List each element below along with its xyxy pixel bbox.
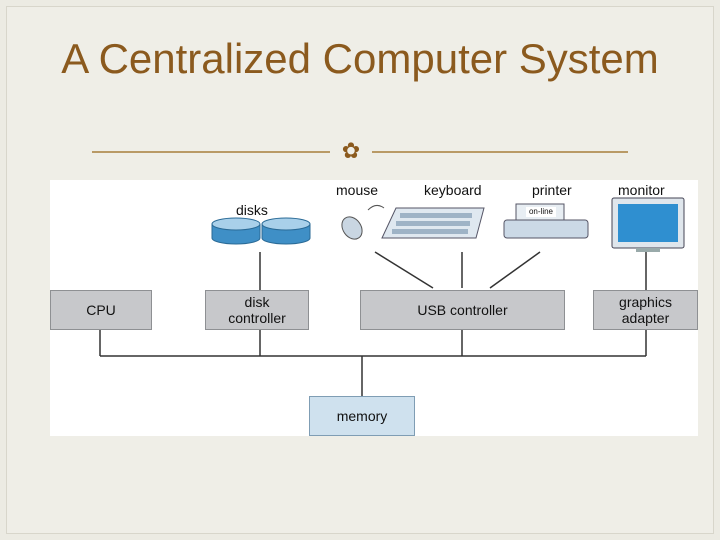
computer-system-diagram: disks mouse keyboard printer on-line mon… xyxy=(50,180,698,436)
graphics-adapter-box: graphics adapter xyxy=(593,290,698,330)
title-rule-left xyxy=(92,151,330,153)
monitor-icon xyxy=(611,197,685,252)
title-rule-right xyxy=(372,151,628,153)
mouse-link xyxy=(374,251,434,289)
usb-controller-box: USB controller xyxy=(360,290,565,330)
printer-label: printer xyxy=(532,182,572,198)
disks-label: disks xyxy=(236,202,268,218)
mouse-label: mouse xyxy=(336,182,379,198)
disk-controller-box: disk controller xyxy=(205,290,309,330)
diagram-graphics xyxy=(99,197,685,396)
cpu-box: CPU xyxy=(50,290,152,330)
printer-online-label: on-line xyxy=(526,207,556,217)
mouse-icon xyxy=(341,204,385,240)
keyboard-icon xyxy=(381,207,485,239)
monitor-label: monitor xyxy=(618,182,665,198)
disks-icon xyxy=(211,217,311,245)
slide-title: A Centralized Computer System xyxy=(61,35,659,82)
flower-bullet-icon: ✿ xyxy=(341,138,361,163)
system-bus xyxy=(99,251,647,396)
keyboard-label: keyboard xyxy=(424,182,482,198)
printer-link xyxy=(489,251,541,289)
memory-box: memory xyxy=(309,396,415,436)
